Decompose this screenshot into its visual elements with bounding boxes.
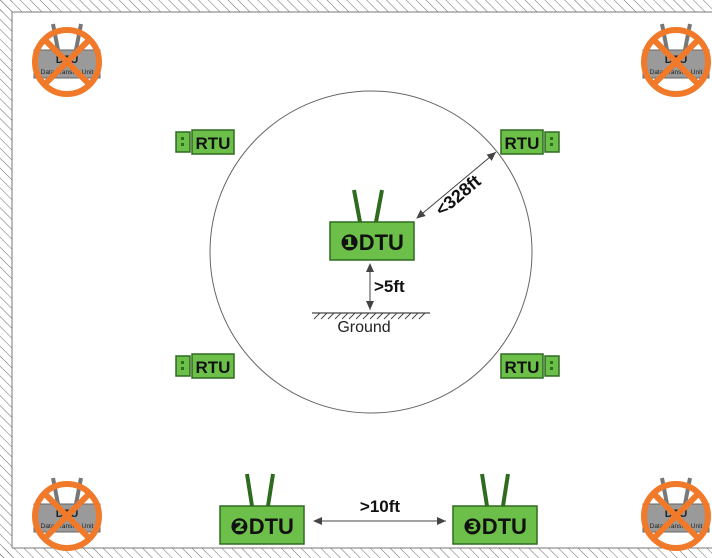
rtu-top-left: RTU bbox=[175, 129, 235, 155]
svg-text:❶DTU: ❶DTU bbox=[340, 230, 404, 255]
prohibited-device-icon: DTU Data Transfer Unit bbox=[32, 477, 102, 551]
rtu-bottom-right: RTU bbox=[500, 353, 560, 379]
prohibited-dtu-bottom-left: DTU Data Transfer Unit bbox=[32, 477, 102, 551]
rtu-label: RTU bbox=[196, 134, 231, 153]
dtu-number-marker: ❷ bbox=[230, 514, 249, 539]
dtu-number-marker: ❶ bbox=[340, 230, 359, 255]
dtu-label: DTU bbox=[482, 514, 527, 539]
prohibited-device-icon: DTU Data Transfer Unit bbox=[32, 23, 102, 97]
rtu-bottom-left: RTU bbox=[175, 353, 235, 379]
prohibited-device-icon: DTU Data Transfer Unit bbox=[641, 23, 711, 97]
dtu-number-marker: ❸ bbox=[463, 514, 482, 539]
rtu-label: RTU bbox=[505, 134, 540, 153]
prohibited-device-icon: DTU Data Transfer Unit bbox=[641, 477, 711, 551]
prohibited-dtu-top-right: DTU Data Transfer Unit bbox=[641, 23, 711, 97]
height-label: >5ft bbox=[374, 277, 405, 296]
spacing-label: >10ft bbox=[360, 497, 400, 516]
rtu-label: RTU bbox=[505, 358, 540, 377]
dtu-1-center: ❶DTU bbox=[329, 189, 415, 261]
svg-text:❸DTU: ❸DTU bbox=[463, 514, 527, 539]
prohibited-device-subtitle: Data Transfer Unit bbox=[41, 69, 94, 76]
antenna-icon bbox=[480, 473, 510, 507]
prohibited-dtu-bottom-right: DTU Data Transfer Unit bbox=[641, 477, 711, 551]
dtu-2: ❷DTU bbox=[219, 473, 305, 545]
prohibited-device-subtitle: Data Transfer Unit bbox=[41, 523, 94, 530]
antenna-icon bbox=[245, 473, 275, 507]
dtu-label: DTU bbox=[249, 514, 294, 539]
rtu-top-right: RTU bbox=[500, 129, 560, 155]
prohibited-device-subtitle: Data Transfer Unit bbox=[650, 523, 703, 530]
coverage-circle bbox=[209, 90, 533, 414]
rtu-label: RTU bbox=[196, 358, 231, 377]
prohibited-device-subtitle: Data Transfer Unit bbox=[650, 69, 703, 76]
dtu-3: ❸DTU bbox=[452, 473, 538, 545]
ground-label: Ground bbox=[337, 319, 390, 336]
antenna-icon bbox=[352, 189, 384, 223]
prohibited-dtu-top-left: DTU Data Transfer Unit bbox=[32, 23, 102, 97]
dtu-label: DTU bbox=[359, 230, 404, 255]
radius-arrow bbox=[416, 151, 497, 219]
ground-symbol bbox=[312, 312, 430, 320]
radius-label: <328ft bbox=[432, 171, 485, 220]
svg-text:❷DTU: ❷DTU bbox=[230, 514, 294, 539]
